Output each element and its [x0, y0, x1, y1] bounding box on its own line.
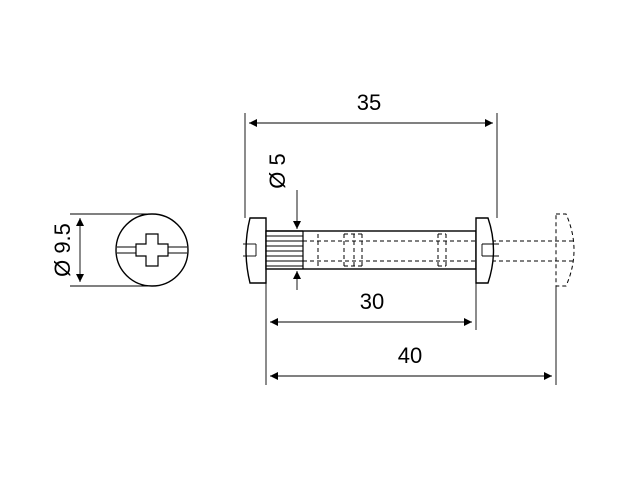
inner-diameter-dimension: Ø 5 — [265, 153, 301, 290]
extended-length-dimension: 40 — [270, 286, 557, 385]
sleeve-length-dimension: 30 — [265, 283, 477, 385]
inner-diameter-label: Ø 5 — [265, 153, 290, 188]
screw-side-view — [243, 213, 576, 287]
head-diameter-label: Ø 9.5 — [50, 223, 75, 277]
head-end-view — [115, 213, 189, 287]
extended-length-label: 40 — [398, 343, 422, 368]
overall-length-dimension: 35 — [244, 90, 498, 218]
sleeve-length-label: 30 — [360, 289, 384, 314]
knurled-section — [266, 230, 304, 269]
head-diameter-dimension: Ø 9.5 — [50, 213, 152, 287]
overall-length-label: 35 — [357, 90, 381, 115]
phillips-cross-icon — [135, 233, 169, 267]
